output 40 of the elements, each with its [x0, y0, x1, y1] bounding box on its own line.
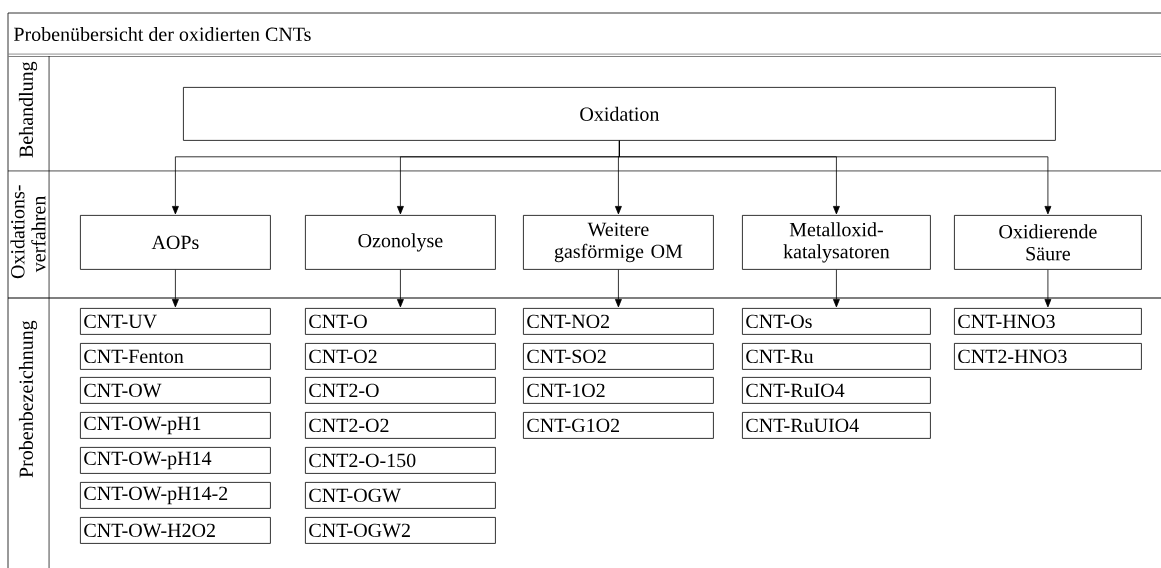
arrow — [619, 140, 1052, 215]
process-box: Oxidation — [183, 87, 1056, 141]
sample-box: CNT-G1O2 — [523, 412, 714, 439]
row-header: Oxidations- verfahren — [10, 185, 46, 279]
sample-box: CNT-Fenton — [80, 343, 271, 370]
sample-box: CNT-OW-pH14 — [80, 447, 271, 474]
sample-box: CNT2-O2 — [305, 412, 496, 439]
arrow — [833, 269, 840, 308]
sample-box: CNT-HNO3 — [954, 308, 1142, 335]
sample-box: CNT-OW-H2O2 — [80, 517, 271, 544]
sample-box: CNT-UV — [80, 308, 271, 335]
sample-box: CNT-Os — [742, 308, 931, 335]
category-box: Ozonolyse — [305, 215, 496, 270]
table-title: Probenübersicht der oxidierten CNTs — [14, 26, 311, 42]
sample-box: CNT-1O2 — [523, 377, 714, 404]
sample-box: CNT2-O-150 — [305, 447, 496, 474]
sample-box: CNT-RuUIO4 — [742, 412, 931, 439]
sample-box: CNT-OGW2 — [305, 517, 496, 544]
row-header: Probenbezeichnung — [18, 320, 38, 478]
category-box: Weitere gasförmige OM — [523, 215, 714, 270]
sample-box: CNT-OW — [80, 377, 271, 404]
sample-box: CNT-SO2 — [523, 343, 714, 370]
sample-box: CNT-O — [305, 308, 496, 335]
sample-box: CNT-NO2 — [523, 308, 714, 335]
category-box: Oxidierende Säure — [954, 215, 1142, 270]
sample-box: CNT-Ru — [742, 343, 931, 370]
category-box: Metalloxid- katalysatoren — [742, 215, 931, 270]
arrow — [1044, 269, 1052, 308]
sample-box: CNT2-HNO3 — [954, 343, 1142, 370]
sample-box: CNT-O2 — [305, 343, 496, 370]
arrow — [397, 269, 404, 308]
sample-box: CNT-RuIO4 — [742, 377, 931, 404]
category-box: AOPs — [80, 215, 271, 270]
arrow — [615, 269, 622, 308]
sample-box: CNT-OW-pH1 — [80, 412, 271, 439]
sample-box: CNT-OW-pH14-2 — [80, 482, 271, 509]
sample-box: CNT2-O — [305, 377, 496, 404]
row-header: Behandlung — [18, 61, 38, 158]
arrow — [172, 269, 179, 308]
sample-box: CNT-OGW — [305, 482, 496, 509]
